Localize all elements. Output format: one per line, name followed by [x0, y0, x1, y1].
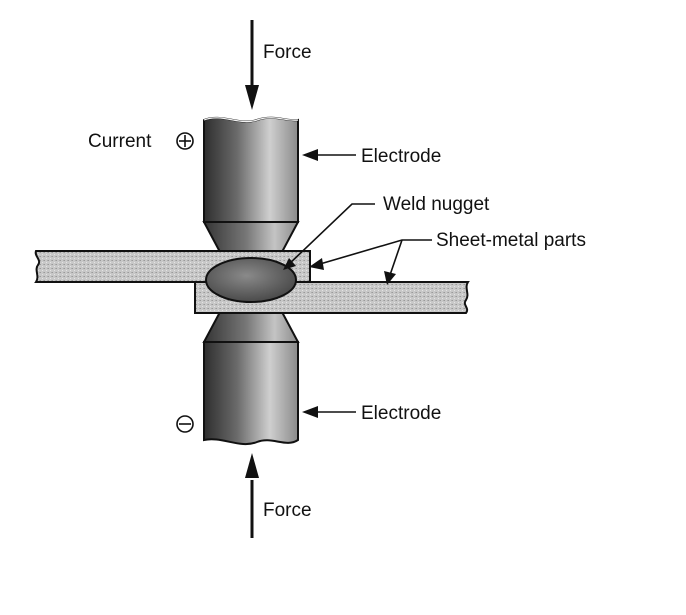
- weld-nugget-label: Weld nugget: [383, 194, 490, 215]
- weld-nugget: [205, 257, 297, 303]
- negative-terminal-icon: [176, 415, 194, 433]
- leader-lines: [286, 154, 432, 413]
- positive-terminal-icon: [176, 132, 194, 150]
- top-force-arrow: [245, 20, 259, 110]
- sheet-metal-label: Sheet-metal parts: [436, 230, 586, 251]
- force-bottom-label: Force: [263, 500, 312, 521]
- leader-arrowheads: [283, 149, 396, 418]
- electrode-top-label: Electrode: [361, 146, 441, 167]
- bottom-force-arrow: [245, 453, 259, 538]
- top-electrode: [202, 116, 300, 253]
- bottom-electrode: [202, 311, 300, 446]
- force-top-label: Force: [263, 42, 312, 63]
- electrode-bottom-label: Electrode: [361, 403, 441, 424]
- current-label: Current: [88, 131, 152, 152]
